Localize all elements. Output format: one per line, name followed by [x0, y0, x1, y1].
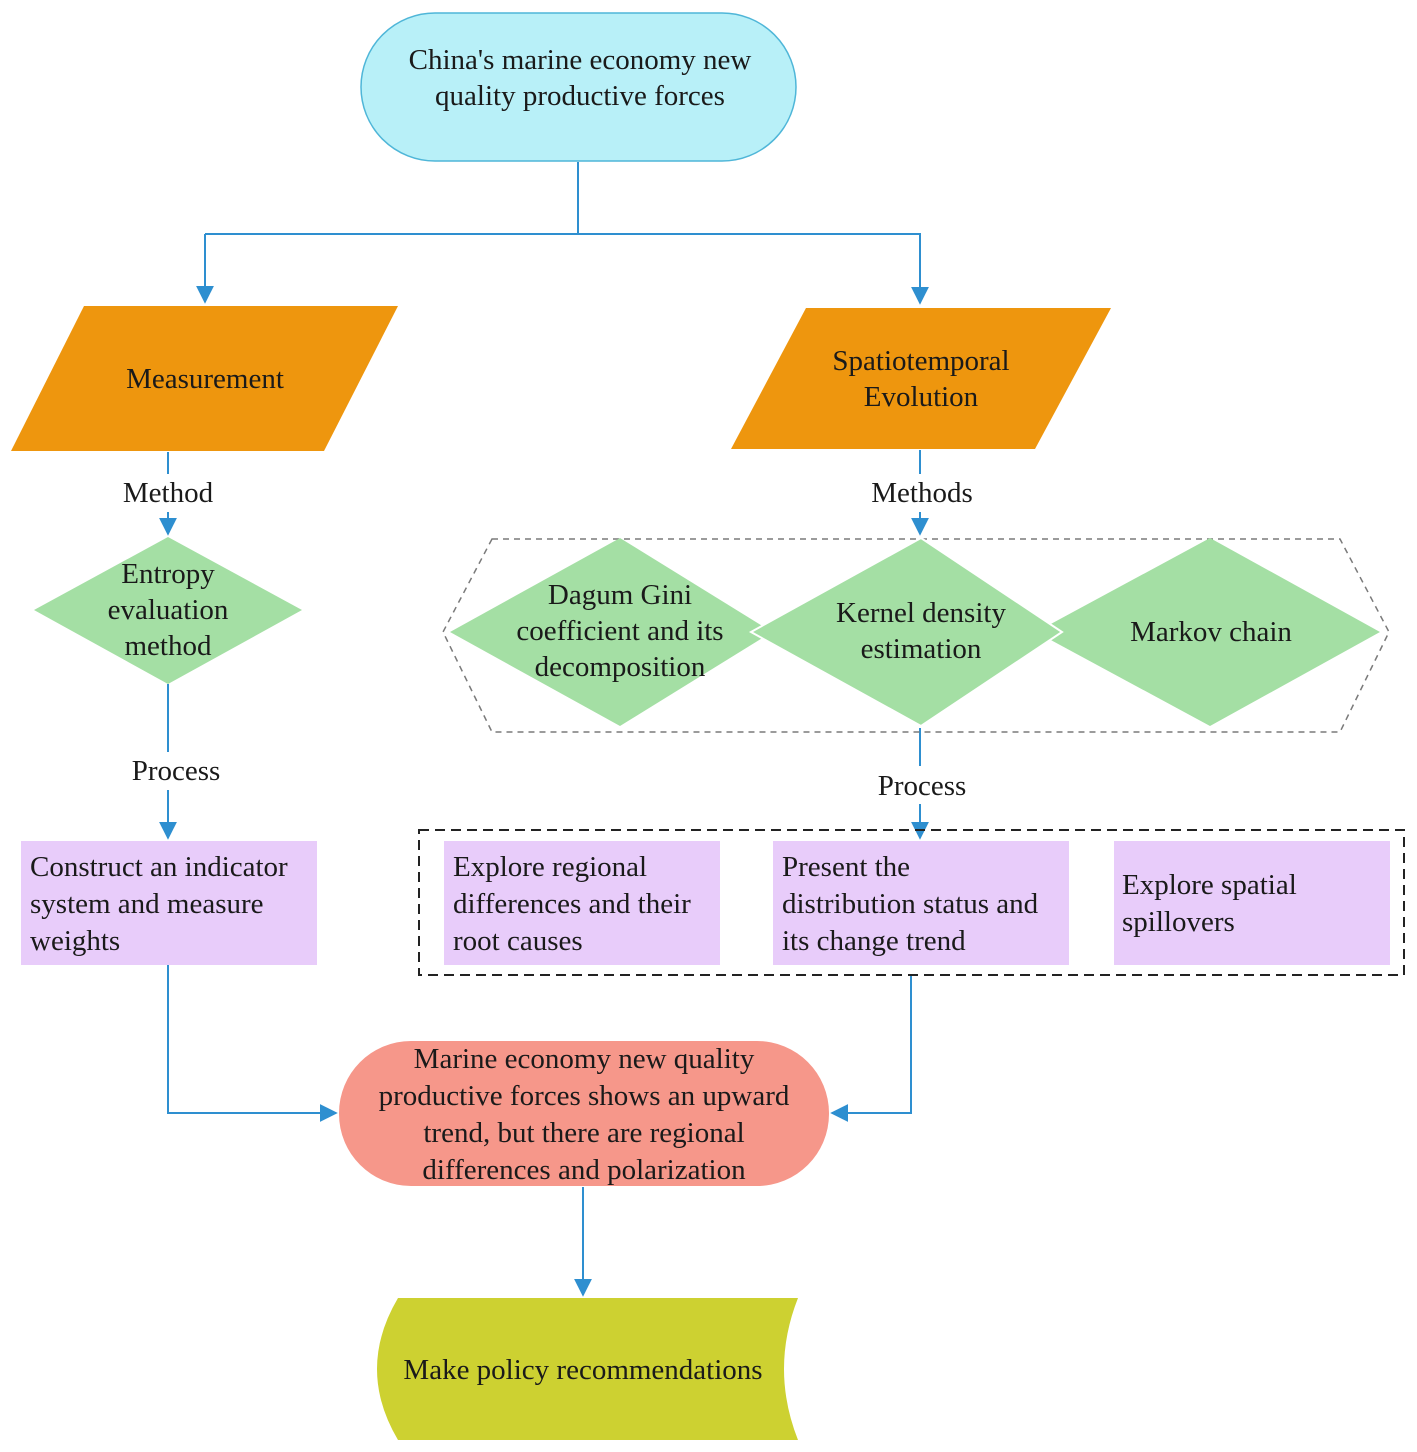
label-methods: Methods — [871, 477, 973, 509]
text-line: its change trend — [782, 925, 966, 957]
text-line: Explore regional — [453, 851, 647, 883]
text-line: differences and polarization — [422, 1154, 746, 1186]
edge-to-measurement — [205, 233, 578, 302]
kernel-node-text: Kernel density estimation — [836, 597, 1006, 665]
explore-spatial-node — [1114, 841, 1390, 965]
text-line: distribution status and — [782, 888, 1039, 920]
entropy-node-text: Entropy evaluation method — [108, 558, 229, 662]
explore-regional-node-text: Explore regional differences and their roo… — [453, 851, 691, 957]
text-line: Explore spatial — [1122, 869, 1297, 901]
dagum-node-text: Dagum Gini coefficient and its decompositi… — [516, 579, 723, 683]
markov-node-text: Markov chain — [1130, 616, 1292, 648]
text-line: Kernel density — [836, 597, 1006, 629]
text-line: China's marine economy new — [409, 44, 752, 76]
text-line: method — [125, 630, 212, 662]
text-line: evaluation — [108, 594, 229, 626]
markov-node — [1036, 538, 1380, 726]
policy-node-text: Make policy recommendations — [403, 1354, 762, 1386]
text-line: spillovers — [1122, 906, 1235, 938]
text-line: Present the — [782, 851, 910, 883]
text-line: Make policy recommendations — [403, 1354, 762, 1386]
label-process-right: Process — [878, 770, 967, 802]
text-line: Spatiotemporal — [832, 345, 1009, 377]
edge-to-spatiotemporal — [578, 233, 929, 305]
text-line: differences and their — [453, 888, 691, 920]
methods-group — [442, 538, 1390, 733]
spatiotemporal-node — [731, 308, 1111, 449]
label-method: Method — [123, 477, 214, 509]
text-line: Evolution — [864, 381, 979, 413]
edge-construct-result — [167, 965, 338, 1122]
text-line: Construct an indicator — [30, 851, 288, 883]
start-node-text: China's marine economy new quality produc… — [409, 44, 752, 112]
entropy-node — [34, 537, 302, 684]
construct-node — [21, 841, 317, 965]
text-line: Dagum Gini — [548, 579, 692, 611]
text-line: Markov chain — [1130, 616, 1292, 648]
present-distribution-node-text: Present the distribution status and its ch… — [782, 851, 1039, 957]
kernel-node — [748, 536, 1064, 728]
text-line: productive forces shows an upward — [379, 1080, 790, 1112]
measurement-node — [11, 306, 398, 451]
edge-process-result — [830, 975, 912, 1122]
start-node — [360, 12, 797, 162]
present-distribution-node — [773, 841, 1069, 965]
explore-regional-node — [444, 841, 720, 965]
construct-node-text: Construct an indicator system and measure… — [30, 851, 288, 957]
text-line: coefficient and its — [516, 615, 723, 647]
text-line: decomposition — [535, 651, 706, 683]
text-line: quality productive forces — [435, 80, 725, 112]
text-line: Measurement — [126, 363, 284, 395]
measurement-node-text: Measurement — [126, 363, 284, 395]
text-line: trend, but there are regional — [423, 1117, 744, 1149]
dagum-node — [450, 538, 772, 726]
result-node-text: Marine economy new quality productive for… — [379, 1043, 790, 1186]
result-node — [339, 1041, 829, 1186]
explore-spatial-node-text: Explore spatial spillovers — [1122, 869, 1297, 938]
policy-node — [377, 1298, 798, 1440]
process-group — [418, 829, 1405, 976]
text-line: weights — [30, 925, 120, 957]
text-line: root causes — [453, 925, 583, 957]
label-process-left: Process — [132, 755, 221, 787]
text-line: Marine economy new quality — [414, 1043, 755, 1075]
text-line: Entropy — [121, 558, 215, 590]
text-line: estimation — [861, 633, 982, 665]
text-line: system and measure — [30, 888, 264, 920]
